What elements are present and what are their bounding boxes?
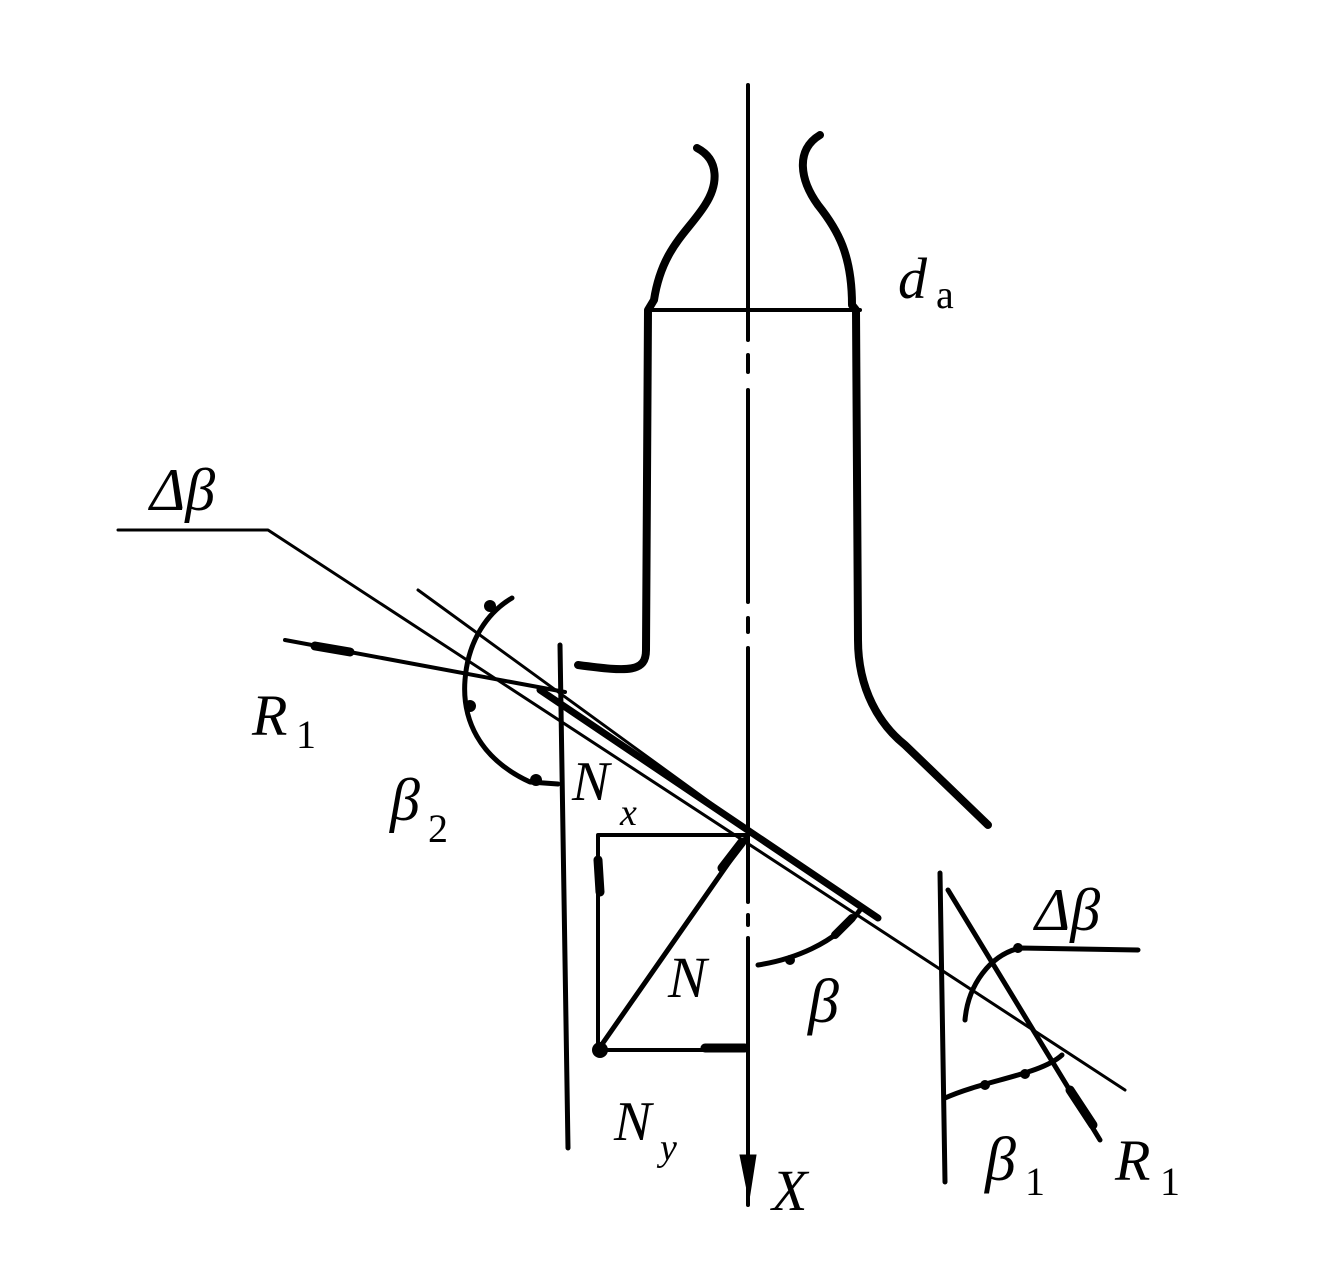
- arc-dot: [530, 774, 542, 786]
- arc-dot: [980, 1080, 990, 1090]
- right-vector-group: [937, 870, 1141, 1185]
- left-vertical-line: [557, 642, 571, 1151]
- arc-dot: [1020, 1069, 1030, 1079]
- label-ny-sub: y: [656, 1127, 677, 1169]
- nozzle-outline: [574, 131, 992, 829]
- oblique-lines: [116, 528, 1127, 1092]
- label-r1-right-sub: 1: [1160, 1159, 1180, 1204]
- label-r1-right: R: [1114, 1128, 1150, 1193]
- label-nx-sub: x: [619, 792, 637, 834]
- label-nx: N: [571, 751, 612, 813]
- r1-left-vector: [283, 638, 567, 694]
- label-beta1-sub: 1: [1025, 1159, 1045, 1204]
- beta-arc: [755, 907, 863, 968]
- label-d: d: [898, 246, 928, 311]
- arc-dot: [1013, 943, 1023, 953]
- central-axis: [739, 83, 757, 1207]
- x-axis-arrowhead: [739, 1154, 757, 1201]
- label-r1-left-sub: 1: [296, 712, 316, 757]
- force-rectangle: [592, 832, 751, 1058]
- label-delta-beta-left: Δβ: [148, 457, 215, 523]
- label-ny: N: [613, 1091, 654, 1153]
- arc-dot: [464, 700, 476, 712]
- main-thrust-line: [536, 686, 882, 922]
- label-beta2-sub: 2: [428, 806, 448, 851]
- ny-corner-dot: [592, 1042, 608, 1058]
- label-d-sub: a: [936, 272, 954, 317]
- label-beta: β: [807, 968, 839, 1036]
- beta2-arc: [462, 595, 561, 787]
- label-beta1: β: [984, 1126, 1016, 1194]
- label-delta-beta-right: Δβ: [1033, 877, 1100, 943]
- label-beta2: β: [389, 767, 420, 833]
- label-r1-left: R: [251, 683, 287, 748]
- arc-dot: [484, 600, 496, 612]
- labels: d a Δβ R 1 β 2 N x N β N y X Δβ β 1 R 1: [148, 246, 1180, 1223]
- label-x: X: [770, 1158, 810, 1223]
- label-n: N: [667, 945, 710, 1010]
- arc-dot: [785, 955, 795, 965]
